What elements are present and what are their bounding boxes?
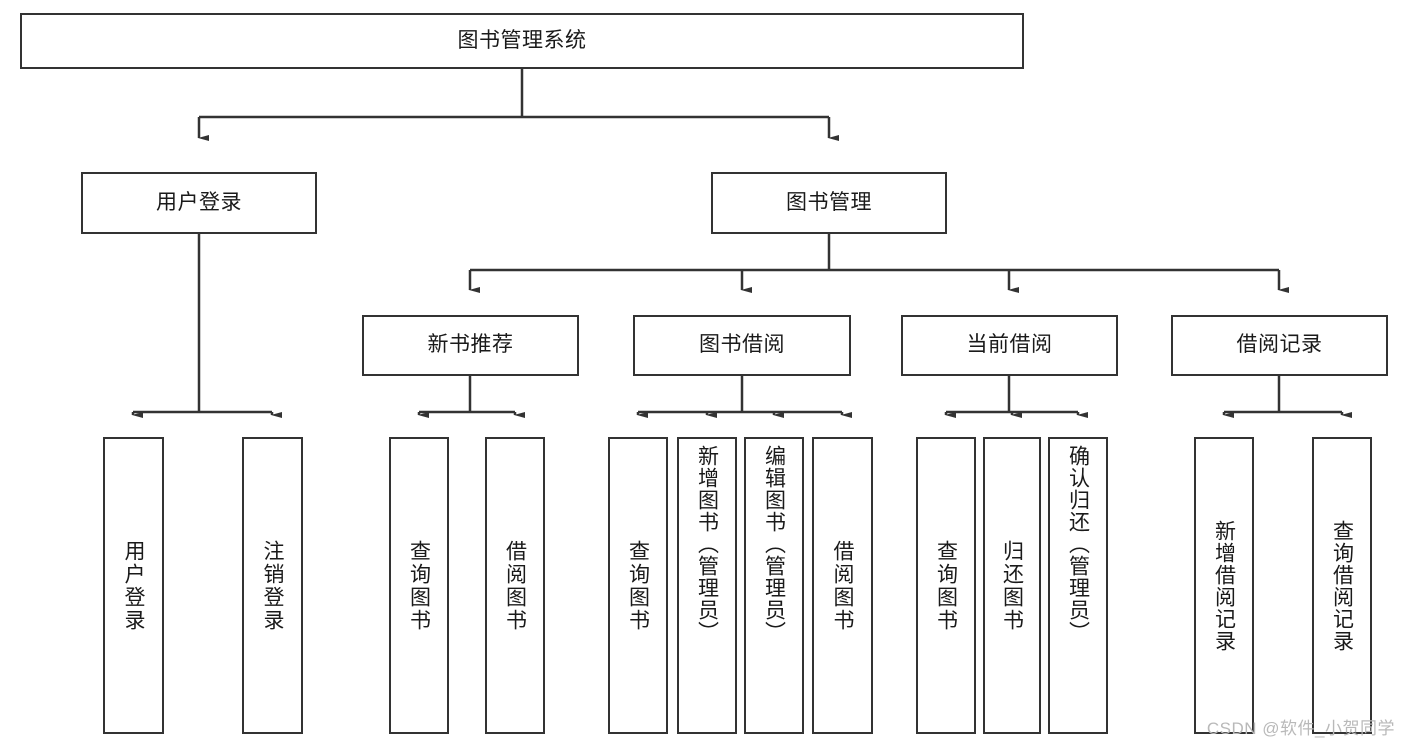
leaf-return-book[interactable]: 归还图书 [983,437,1041,734]
node-book-management[interactable]: 图书管理 [711,172,947,234]
node-label: 归还图书 [1000,539,1024,632]
node-label: 用户登录 [122,539,145,632]
leaf-query-borrow-record[interactable]: 查询借阅记录 [1312,437,1372,734]
leaf-query-book-borrow[interactable]: 查询图书 [608,437,668,734]
node-label: 新增借阅记录 [1212,519,1236,652]
node-label: 注销登录 [261,539,284,632]
node-label: 确认归还（管理员） [1066,445,1090,643]
leaf-logout[interactable]: 注销登录 [242,437,303,734]
leaf-edit-book-admin[interactable]: 编辑图书（管理员） [744,437,804,734]
node-label: 图书管理系统 [457,28,587,52]
leaf-confirm-return-admin[interactable]: 确认归还（管理员） [1048,437,1108,734]
node-label: 借阅图书 [831,539,854,632]
node-label: 新增图书（管理员） [695,445,719,643]
leaf-query-book-recommend[interactable]: 查询图书 [389,437,449,734]
leaf-add-borrow-record[interactable]: 新增借阅记录 [1194,437,1254,734]
node-current-borrow[interactable]: 当前借阅 [901,315,1118,376]
node-label: 编辑图书（管理员） [762,445,786,643]
node-new-book-recommend[interactable]: 新书推荐 [362,315,579,376]
node-user-login[interactable]: 用户登录 [81,172,317,234]
leaf-query-book-current[interactable]: 查询图书 [916,437,976,734]
node-book-borrow[interactable]: 图书借阅 [633,315,851,376]
node-label: 查询图书 [626,539,650,632]
node-borrow-record[interactable]: 借阅记录 [1171,315,1388,376]
node-label: 借阅记录 [1236,333,1323,357]
leaf-borrow-book[interactable]: 借阅图书 [812,437,873,734]
leaf-user-login[interactable]: 用户登录 [103,437,164,734]
node-label: 新书推荐 [427,333,514,357]
node-label: 图书借阅 [699,333,785,357]
leaf-add-book-admin[interactable]: 新增图书（管理员） [677,437,737,734]
node-label: 查询图书 [934,539,958,632]
node-label: 借阅图书 [503,539,527,632]
node-root[interactable]: 图书管理系统 [20,13,1024,69]
node-label: 查询图书 [407,539,431,632]
leaf-borrow-book-recommend[interactable]: 借阅图书 [485,437,545,734]
node-label: 用户登录 [156,190,242,214]
node-label: 查询借阅记录 [1330,519,1354,652]
watermark: CSDN @软件_小贺同学 [1206,719,1395,738]
node-label: 图书管理 [786,190,872,214]
node-label: 当前借阅 [966,333,1053,357]
